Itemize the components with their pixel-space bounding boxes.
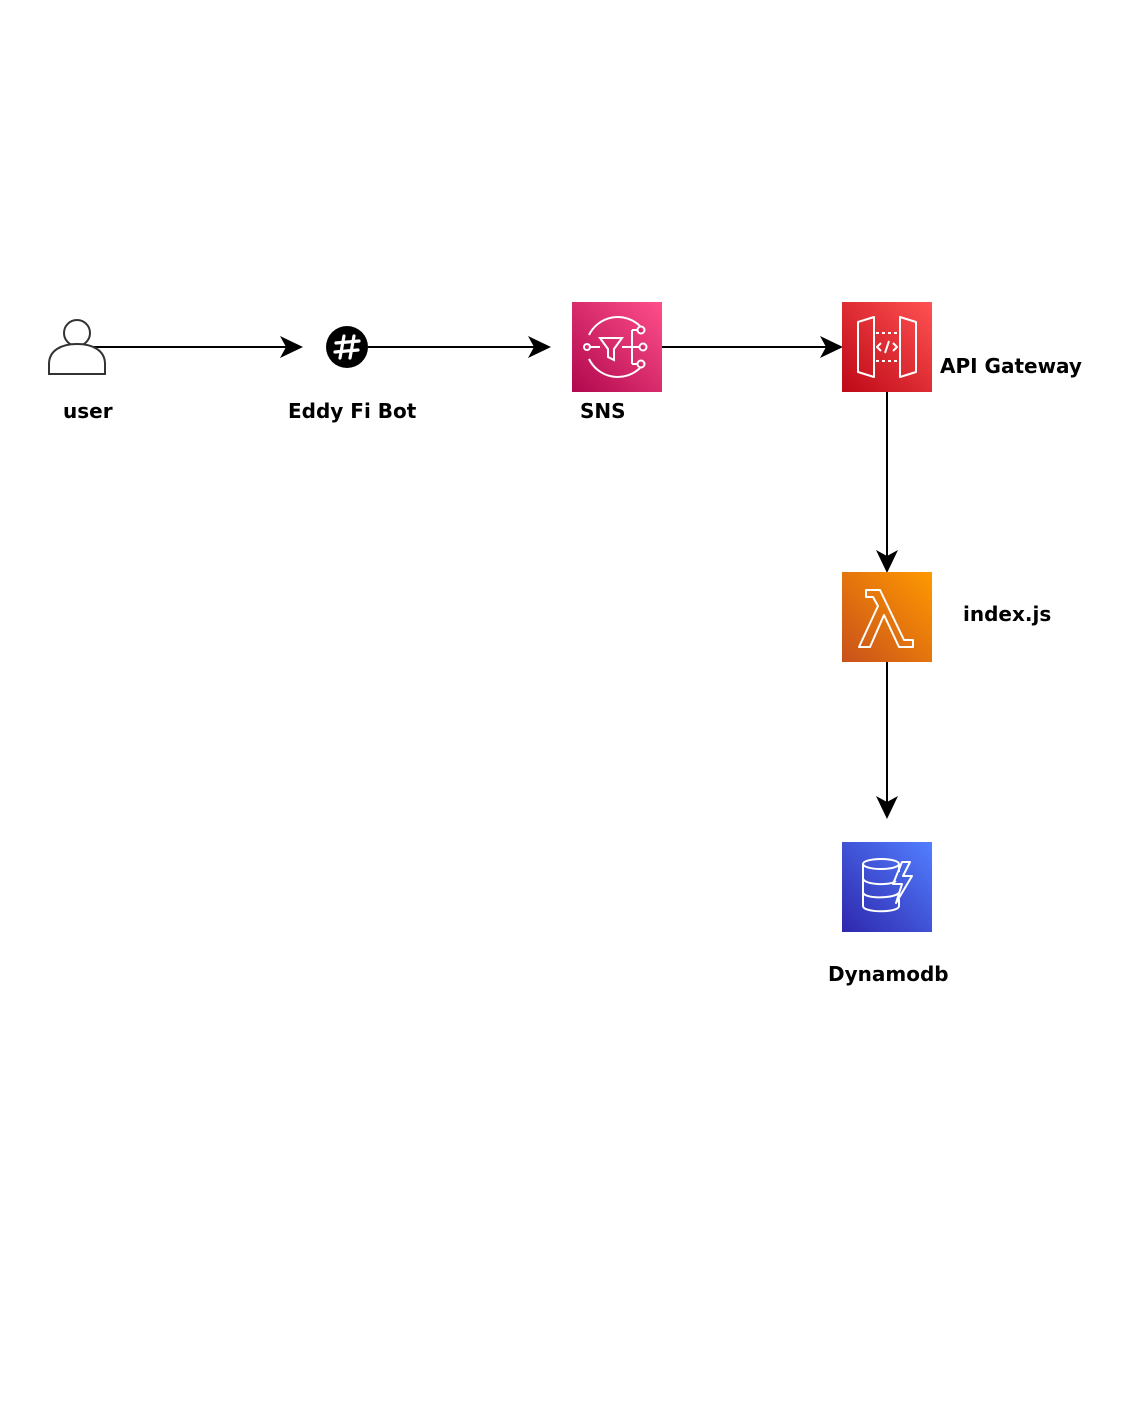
dynamodb-icon (842, 842, 932, 932)
edge-sns-to-apigw (662, 336, 843, 358)
lambda-icon (842, 572, 932, 662)
edge-bot-to-sns (368, 336, 551, 358)
node-label-index-js: index.js (963, 602, 1052, 626)
slack-hash-icon (326, 326, 368, 368)
edge-lambda-to-dynamo (876, 662, 898, 819)
edge-apigw-to-lambda (876, 392, 898, 573)
user-icon (48, 319, 106, 375)
node-label-user: user (63, 399, 113, 423)
node-label-dynamodb: Dynamodb (828, 962, 949, 986)
api-gateway-icon (842, 302, 932, 392)
sns-icon (572, 302, 662, 392)
node-label-api-gateway: API Gateway (940, 354, 1082, 378)
node-label-eddy-fi-bot: Eddy Fi Bot (288, 399, 417, 423)
node-label-sns: SNS (580, 399, 626, 423)
edge-user-to-bot (92, 336, 303, 358)
